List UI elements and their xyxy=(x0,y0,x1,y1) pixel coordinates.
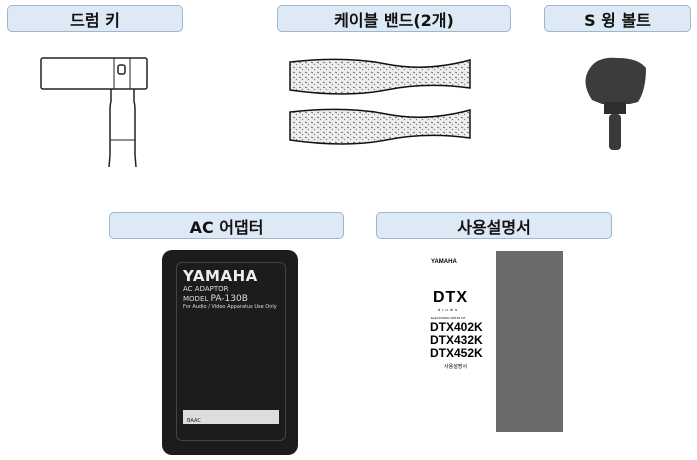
manual-cover-art xyxy=(496,251,563,432)
adapter-model: PA-130B xyxy=(210,294,248,304)
manual-brand: YAMAHA xyxy=(431,259,457,265)
label-owners-manual: 사용설명서 xyxy=(376,212,612,239)
label-wing-bolt: S 윙 볼트 xyxy=(544,5,691,32)
owners-manual-image: YAMAHA DTX drums ELECTRONIC DRUM KIT DTX… xyxy=(428,251,563,432)
adapter-model-label: MODEL xyxy=(183,295,209,303)
adapter-barcode: BAAC xyxy=(183,410,279,424)
label-ac-adaptor: AC 어댑터 xyxy=(109,212,344,239)
manual-model: DTX402K xyxy=(430,320,483,334)
adapter-note: For Audio / Video Apparatus Use Only xyxy=(183,304,277,310)
label-cable-band: 케이블 밴드(2개) xyxy=(277,5,511,32)
manual-model: DTX452K xyxy=(430,346,483,360)
label-drum-key: 드럼 키 xyxy=(7,5,183,32)
adapter-type: AC ADAPTOR xyxy=(183,285,229,293)
manual-doc-title: 사용설명서 xyxy=(444,364,468,370)
ac-adaptor-image: YAMAHA AC ADAPTOR MODEL PA-130B For Audi… xyxy=(162,250,298,455)
wing-bolt-image xyxy=(585,57,646,150)
drum-key-image xyxy=(40,57,148,167)
manual-kit-label: ELECTRONIC DRUM KIT xyxy=(431,316,466,320)
adapter-brand: YAMAHA xyxy=(183,267,258,285)
manual-logo-sub: drums xyxy=(438,307,460,312)
cable-band-image xyxy=(289,58,471,145)
manual-logo: DTX xyxy=(433,289,468,306)
manual-model: DTX432K xyxy=(430,333,483,347)
